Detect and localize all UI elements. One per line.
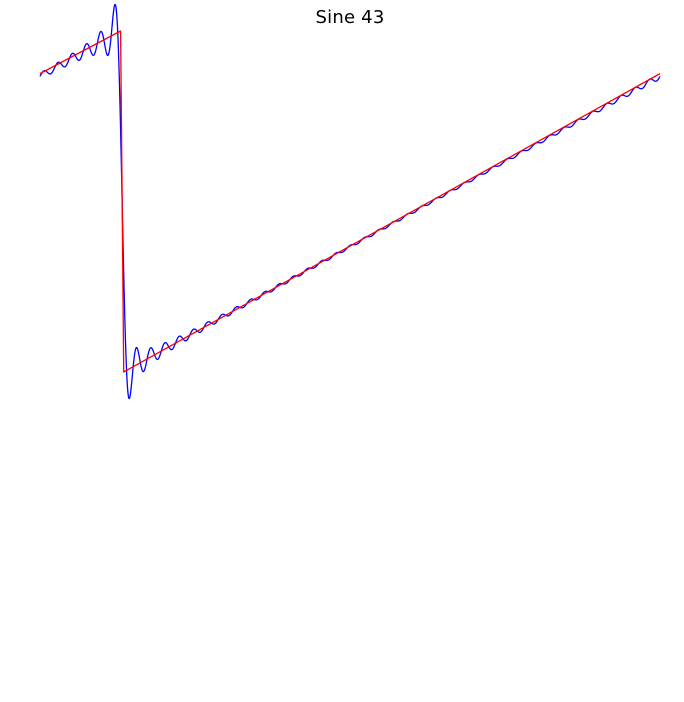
harmonic-approximation-series-line (39, 3, 661, 400)
series-layer (39, 3, 661, 400)
chart-title: Sine 43 (315, 7, 385, 28)
sawtooth-series-line (39, 30, 661, 373)
